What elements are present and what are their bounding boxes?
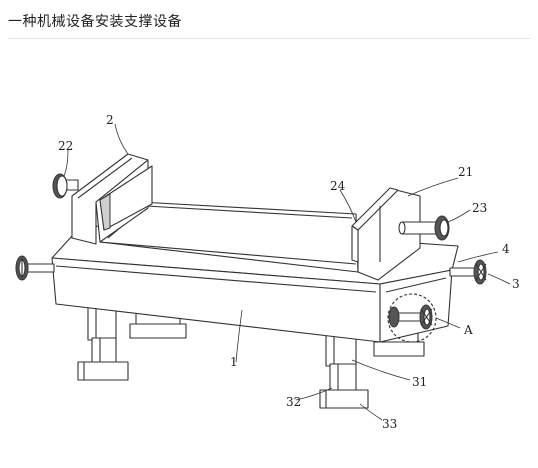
- label-21: 21: [458, 165, 473, 179]
- label-2: 2: [106, 113, 114, 127]
- document-title: 一种机械设备安装支撑设备: [8, 14, 182, 30]
- label-31: 31: [412, 375, 427, 389]
- left-screw-knob: [52, 173, 79, 199]
- patent-drawing-svg: 2 22 24 21 23 4 3 1 A 31 32 33: [15, 113, 520, 431]
- label-32: 32: [286, 395, 301, 409]
- right-clamp: [351, 187, 421, 281]
- label-33: 33: [382, 417, 397, 431]
- part-labels: 2 22 24 21 23 4 3 1 A 31 32 33: [58, 113, 520, 431]
- right-screw-rod: [398, 215, 450, 241]
- patent-drawing: 2 22 24 21 23 4 3 1 A 31 32 33: [0, 40, 538, 468]
- left-side-wheel: [15, 255, 55, 281]
- title-divider: [8, 38, 530, 39]
- leader-lines: [63, 123, 511, 421]
- label-23: 23: [472, 201, 487, 215]
- label-4: 4: [502, 242, 510, 256]
- label-A: A: [463, 323, 473, 337]
- front-left-leg: [77, 303, 129, 381]
- label-3: 3: [512, 277, 520, 291]
- label-22: 22: [58, 139, 73, 153]
- right-side-wheel: [449, 259, 487, 285]
- label-24: 24: [330, 179, 346, 193]
- label-1: 1: [230, 355, 238, 369]
